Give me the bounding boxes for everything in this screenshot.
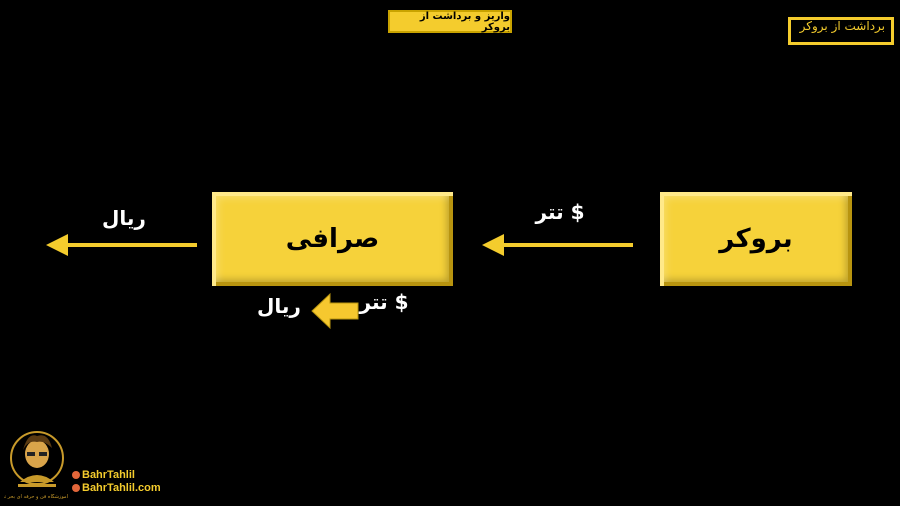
arrow-left-icon <box>482 234 633 256</box>
instagram-icon <box>72 471 80 480</box>
tether-label: $ تتر <box>535 200 585 224</box>
section-label: برداشت از بروکر <box>788 17 894 45</box>
arrow-left-icon <box>46 234 197 256</box>
slide-title: واریز و برداشت از بروکر <box>388 10 512 33</box>
bahrtahlil-logo <box>10 431 64 487</box>
exchange-sub-rial: ریال <box>257 294 301 318</box>
globe-icon <box>72 484 80 493</box>
brand-tagline: آموزشگاه فن و حرفه ای بحر تحلیل <box>4 494 68 500</box>
exchange-box: صرافی <box>212 192 453 286</box>
instagram-handle: BahrTahlil <box>72 469 135 481</box>
website-handle: BahrTahlil.com <box>72 482 161 494</box>
exchange-sub-tether: $ تتر <box>359 290 409 314</box>
exchange-label: صرافی <box>285 224 380 254</box>
conversion-arrow-icon <box>311 292 359 330</box>
broker-box: بروکر <box>660 192 852 286</box>
broker-label: بروکر <box>719 224 793 254</box>
rial-label: ریال <box>102 206 146 230</box>
